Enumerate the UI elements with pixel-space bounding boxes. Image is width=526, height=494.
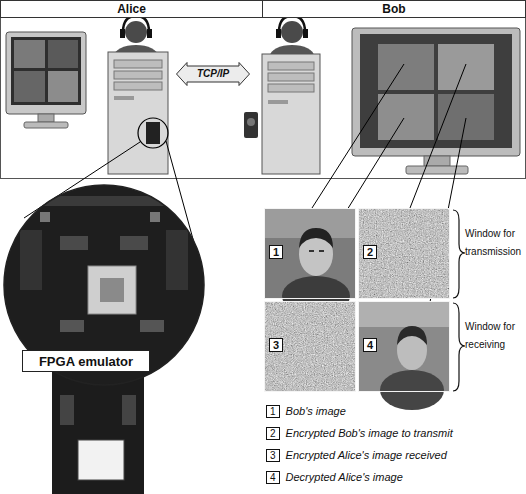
legend-text: Encrypted Bob's image to transmit <box>286 427 453 440</box>
video-tile: 4 <box>358 301 450 392</box>
legend-row: 2 Encrypted Bob's image to transmit <box>266 427 453 440</box>
bob-monitor <box>352 28 520 174</box>
annotation-text: Window for receiving <box>465 321 515 350</box>
node-text: FPGA emulator <box>39 354 133 369</box>
tile-picture <box>358 301 450 410</box>
legend-text: Decrypted Alice's image <box>286 471 403 484</box>
annotation: Window for receiving <box>465 316 525 352</box>
callout-number: 4 <box>266 471 280 484</box>
fpga-board <box>0 180 210 494</box>
brace <box>453 210 465 298</box>
callout-number: 2 <box>266 427 280 440</box>
video-tile: 2 <box>358 208 450 299</box>
legend-text: Bob's image <box>286 405 346 418</box>
node-text: TCP/IP <box>197 68 229 80</box>
header-cell: Bob <box>262 0 526 18</box>
node-text: Bob <box>382 2 405 16</box>
tile-picture <box>358 208 450 299</box>
callout-number: 3 <box>269 338 283 352</box>
annotation: Window for transmission <box>465 223 525 259</box>
legend-row: 1 Bob's image <box>266 405 346 418</box>
network-arrow: TCP/IP <box>176 62 250 86</box>
callout-number: 4 <box>363 338 377 352</box>
node-text: Alice <box>117 2 146 16</box>
caption-box: FPGA emulator <box>22 350 150 372</box>
legend-row: 3 Encrypted Alice's image received <box>266 449 447 462</box>
alice-tower <box>108 52 168 174</box>
bob-tower <box>262 54 320 174</box>
leader-line <box>410 64 466 208</box>
scene-frame <box>1 18 526 179</box>
tile-picture <box>264 208 356 316</box>
annotation-text: Window for transmission <box>465 228 521 257</box>
callout-number: 1 <box>266 405 280 418</box>
legend-text: Encrypted Alice's image received <box>286 449 447 462</box>
bob-speaker <box>244 112 258 138</box>
callout-number: 2 <box>363 245 377 259</box>
video-tile: 1 <box>264 208 356 299</box>
leader-line <box>312 64 404 208</box>
callout-number: 1 <box>269 245 283 259</box>
callout-number: 3 <box>266 449 280 462</box>
header-cell: Alice <box>0 0 263 18</box>
alice-monitor <box>6 32 86 128</box>
tile-picture <box>264 301 356 392</box>
legend-row: 4 Decrypted Alice's image <box>266 471 403 484</box>
brace <box>453 303 465 391</box>
video-tile: 3 <box>264 301 356 392</box>
